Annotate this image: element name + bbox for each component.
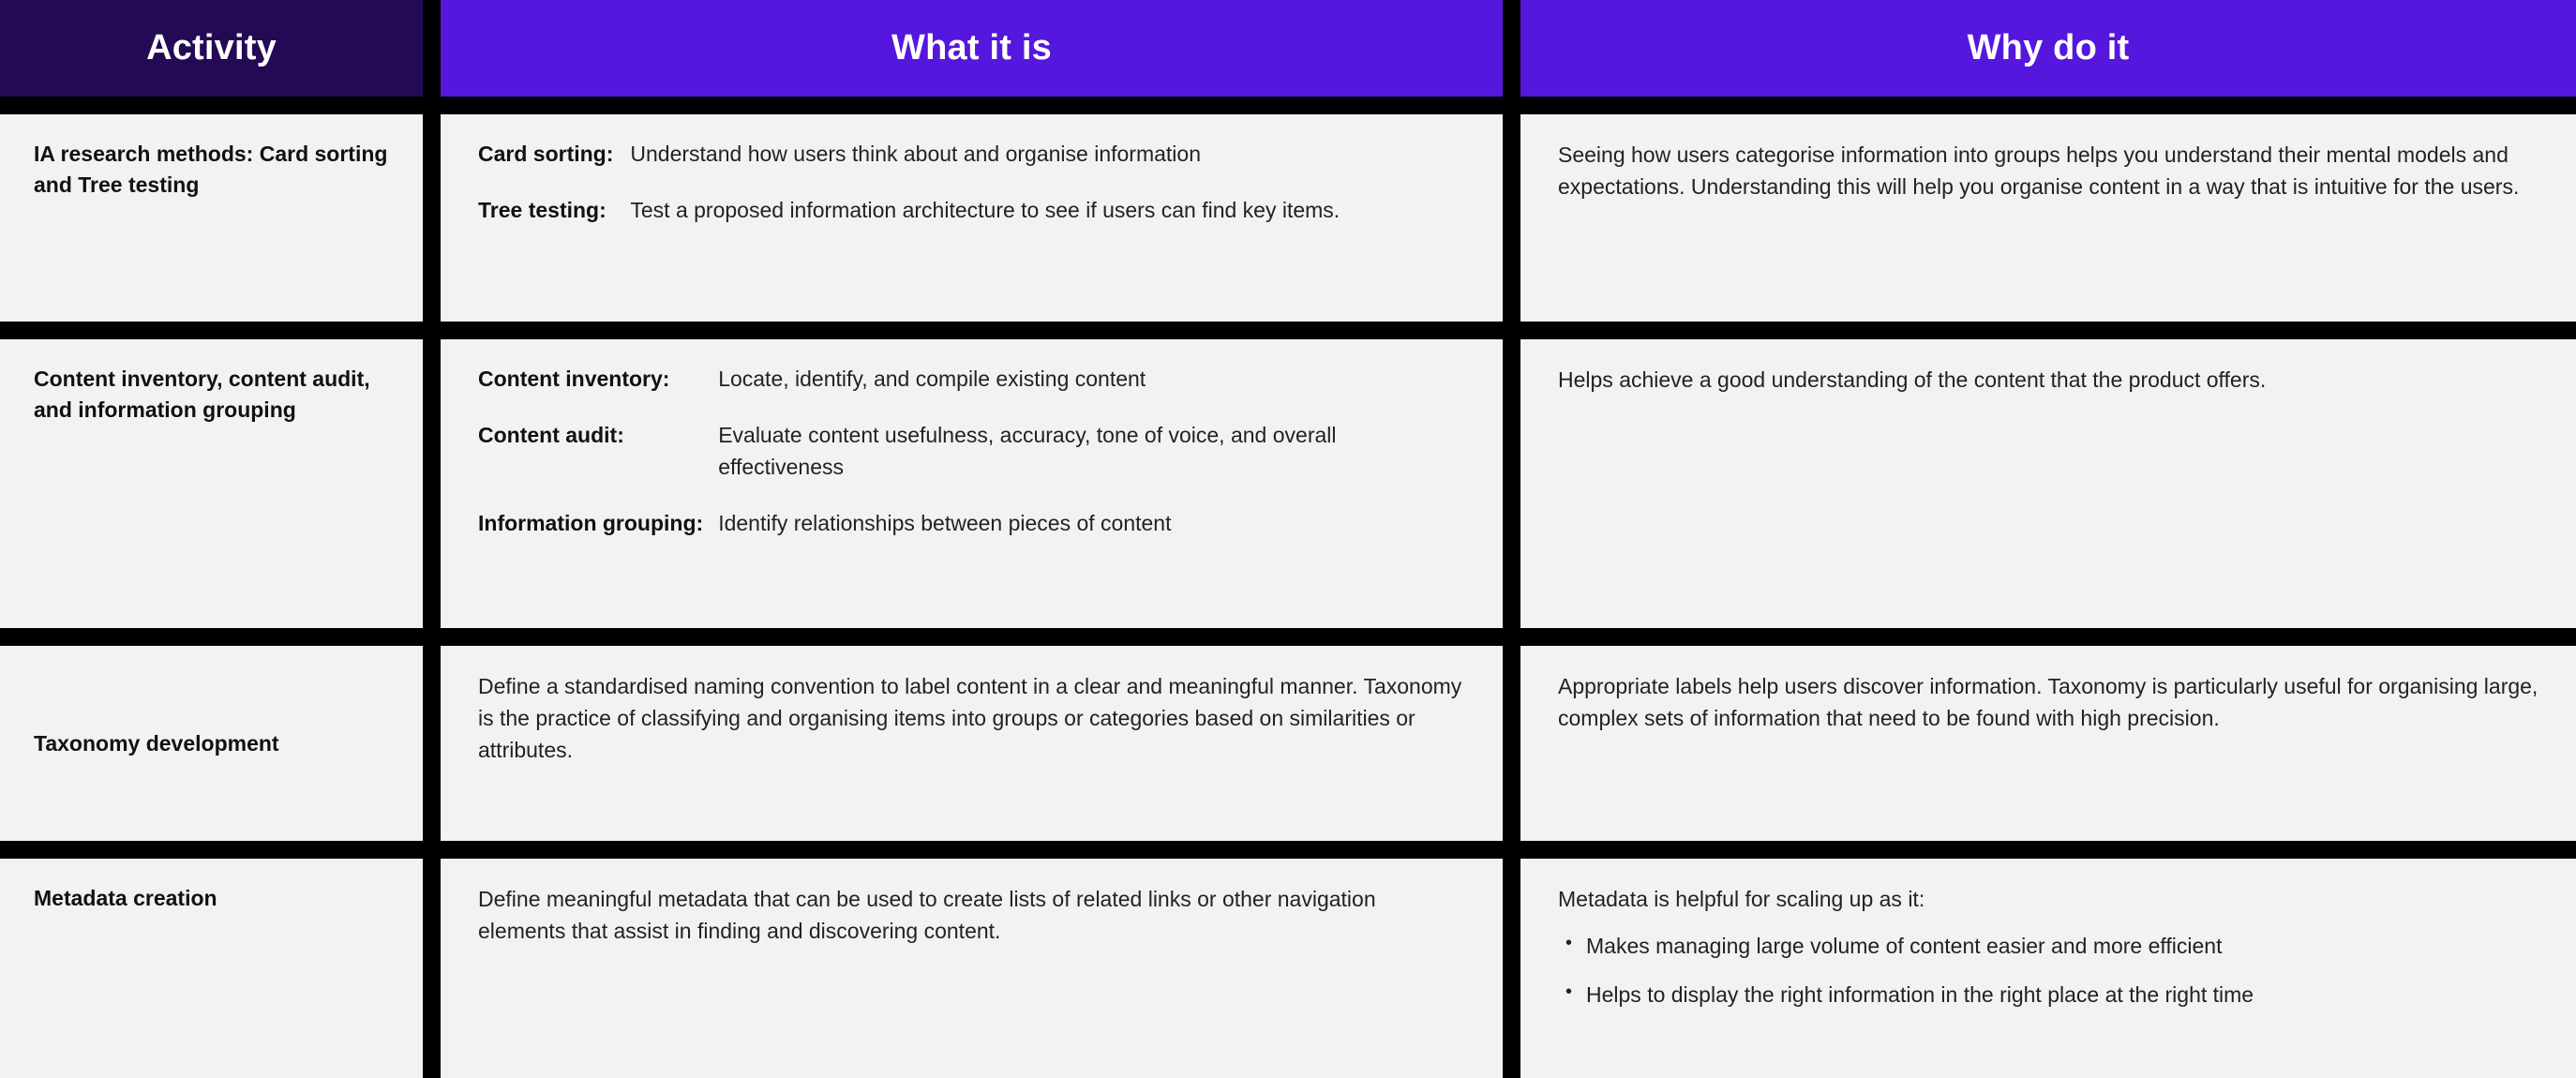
why-do-it-cell: Metadata is helpful for scaling up as it… <box>1520 859 2576 1078</box>
column-header-what-it-is-label: What it is <box>891 28 1052 67</box>
list-item: Helps to display the right information i… <box>1565 979 2539 1011</box>
activity-cell: IA research methods: Card sorting and Tr… <box>0 114 423 322</box>
column-header-why-do-it-label: Why do it <box>1967 28 2130 67</box>
column-header-what-it-is: What it is <box>441 0 1503 97</box>
definition-list: Content inventory: Locate, identify, and… <box>478 364 1465 539</box>
row-divider <box>0 628 2576 646</box>
definition-term: Information grouping: <box>478 511 704 536</box>
why-paragraph: Seeing how users categorise information … <box>1558 142 2520 200</box>
definition-description: Test a proposed information architecture… <box>630 198 1340 223</box>
definition-term: Card sorting: <box>478 142 614 166</box>
why-bullet-list: Makes managing large volume of content e… <box>1558 930 2539 1011</box>
activity-label: IA research methods: Card sorting and Tr… <box>34 142 388 197</box>
definition-term: Content audit: <box>478 423 624 448</box>
row-divider <box>0 841 2576 859</box>
why-paragraph: Appropriate labels help users discover i… <box>1558 674 2539 731</box>
row-divider <box>0 322 2576 339</box>
why-paragraph: Helps achieve a good understanding of th… <box>1558 367 2267 392</box>
activity-label: Content inventory, content audit, and in… <box>34 367 370 422</box>
table-row: IA research methods: Card sorting and Tr… <box>0 114 2576 322</box>
table-row: Metadata creation Define meaningful meta… <box>0 859 2576 1078</box>
definition-list: Card sorting: Understand how users think… <box>478 139 1465 227</box>
definition-description: Understand how users think about and org… <box>630 142 1201 166</box>
why-lead-paragraph: Metadata is helpful for scaling up as it… <box>1558 887 1925 911</box>
column-header-activity: Activity <box>0 0 423 97</box>
definition-description: Locate, identify, and compile existing c… <box>718 367 1146 391</box>
activity-cell: Content inventory, content audit, and in… <box>0 339 423 628</box>
header-divider <box>0 97 2576 114</box>
why-do-it-cell: Appropriate labels help users discover i… <box>1520 646 2576 841</box>
what-it-is-cell: Card sorting: Understand how users think… <box>441 114 1503 322</box>
activity-cell: Taxonomy development <box>0 646 423 841</box>
definition-term: Tree testing: <box>478 198 607 223</box>
definition-description: Evaluate content usefulness, accuracy, t… <box>718 423 1337 479</box>
activity-label: Taxonomy development <box>34 730 279 756</box>
activity-cell: Metadata creation <box>0 859 423 1078</box>
list-item: Makes managing large volume of content e… <box>1565 930 2539 962</box>
what-it-is-cell: Define meaningful metadata that can be u… <box>441 859 1503 1078</box>
what-it-is-cell: Define a standardised naming convention … <box>441 646 1503 841</box>
what-it-is-paragraph: Define meaningful metadata that can be u… <box>478 887 1376 944</box>
definition-term: Content inventory: <box>478 367 670 391</box>
what-it-is-paragraph: Define a standardised naming convention … <box>478 674 1462 763</box>
why-do-it-cell: Seeing how users categorise information … <box>1520 114 2576 322</box>
column-header-why-do-it: Why do it <box>1520 0 2576 97</box>
table-row: Taxonomy development Define a standardis… <box>0 646 2576 841</box>
why-do-it-cell: Helps achieve a good understanding of th… <box>1520 339 2576 628</box>
definition-description: Identify relationships between pieces of… <box>718 511 1172 536</box>
table-header-row: Activity What it is Why do it <box>0 0 2576 97</box>
what-it-is-cell: Content inventory: Locate, identify, and… <box>441 339 1503 628</box>
table-row: Content inventory, content audit, and in… <box>0 339 2576 628</box>
column-header-activity-label: Activity <box>146 28 277 67</box>
activity-label: Metadata creation <box>34 886 217 910</box>
